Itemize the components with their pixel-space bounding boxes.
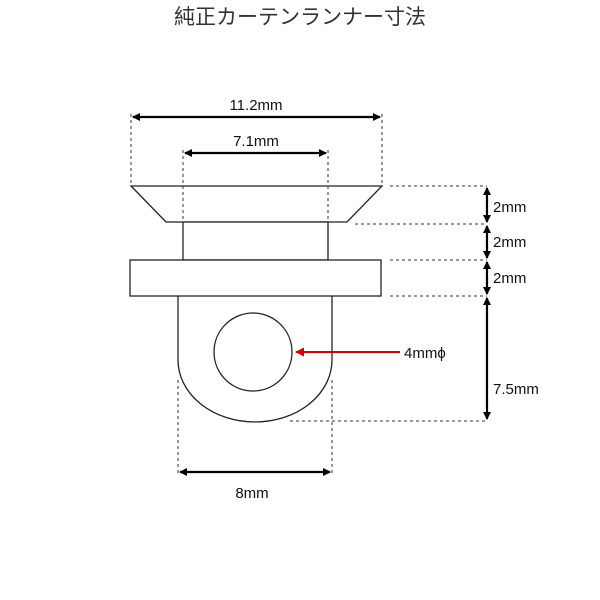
runner-flange [129, 259, 382, 297]
dimension-neck-width: 7.1mm [182, 133, 329, 222]
runner-cap [129, 185, 384, 223]
diagram-title: 純正カーテンランナー寸法 [174, 5, 426, 29]
label-cap-height: 2mm [493, 199, 526, 216]
dimension-neck-height: 2mm [483, 225, 526, 259]
label-hole-diameter: 4mmϕ [404, 345, 446, 362]
dimension-flange-height: 2mm [483, 261, 526, 295]
dimension-cap-height: 2mm [483, 187, 526, 223]
label-bottom-width: 8mm [235, 485, 268, 502]
dimension-hole-diameter: 4mmϕ [295, 345, 446, 362]
label-top-width: 11.2mm [229, 97, 282, 114]
dimension-eye-height: 7.5mm [483, 297, 539, 420]
label-neck-height: 2mm [493, 234, 526, 251]
label-eye-height: 7.5mm [493, 381, 539, 398]
runner-neck [182, 221, 329, 261]
label-neck-width: 7.1mm [233, 133, 279, 150]
dimension-top-width: 11.2mm [130, 97, 383, 186]
runner-hole [213, 312, 293, 392]
runner-part [129, 185, 384, 423]
label-flange-height: 2mm [493, 270, 526, 287]
dimension-bottom-width: 8mm [177, 380, 333, 502]
